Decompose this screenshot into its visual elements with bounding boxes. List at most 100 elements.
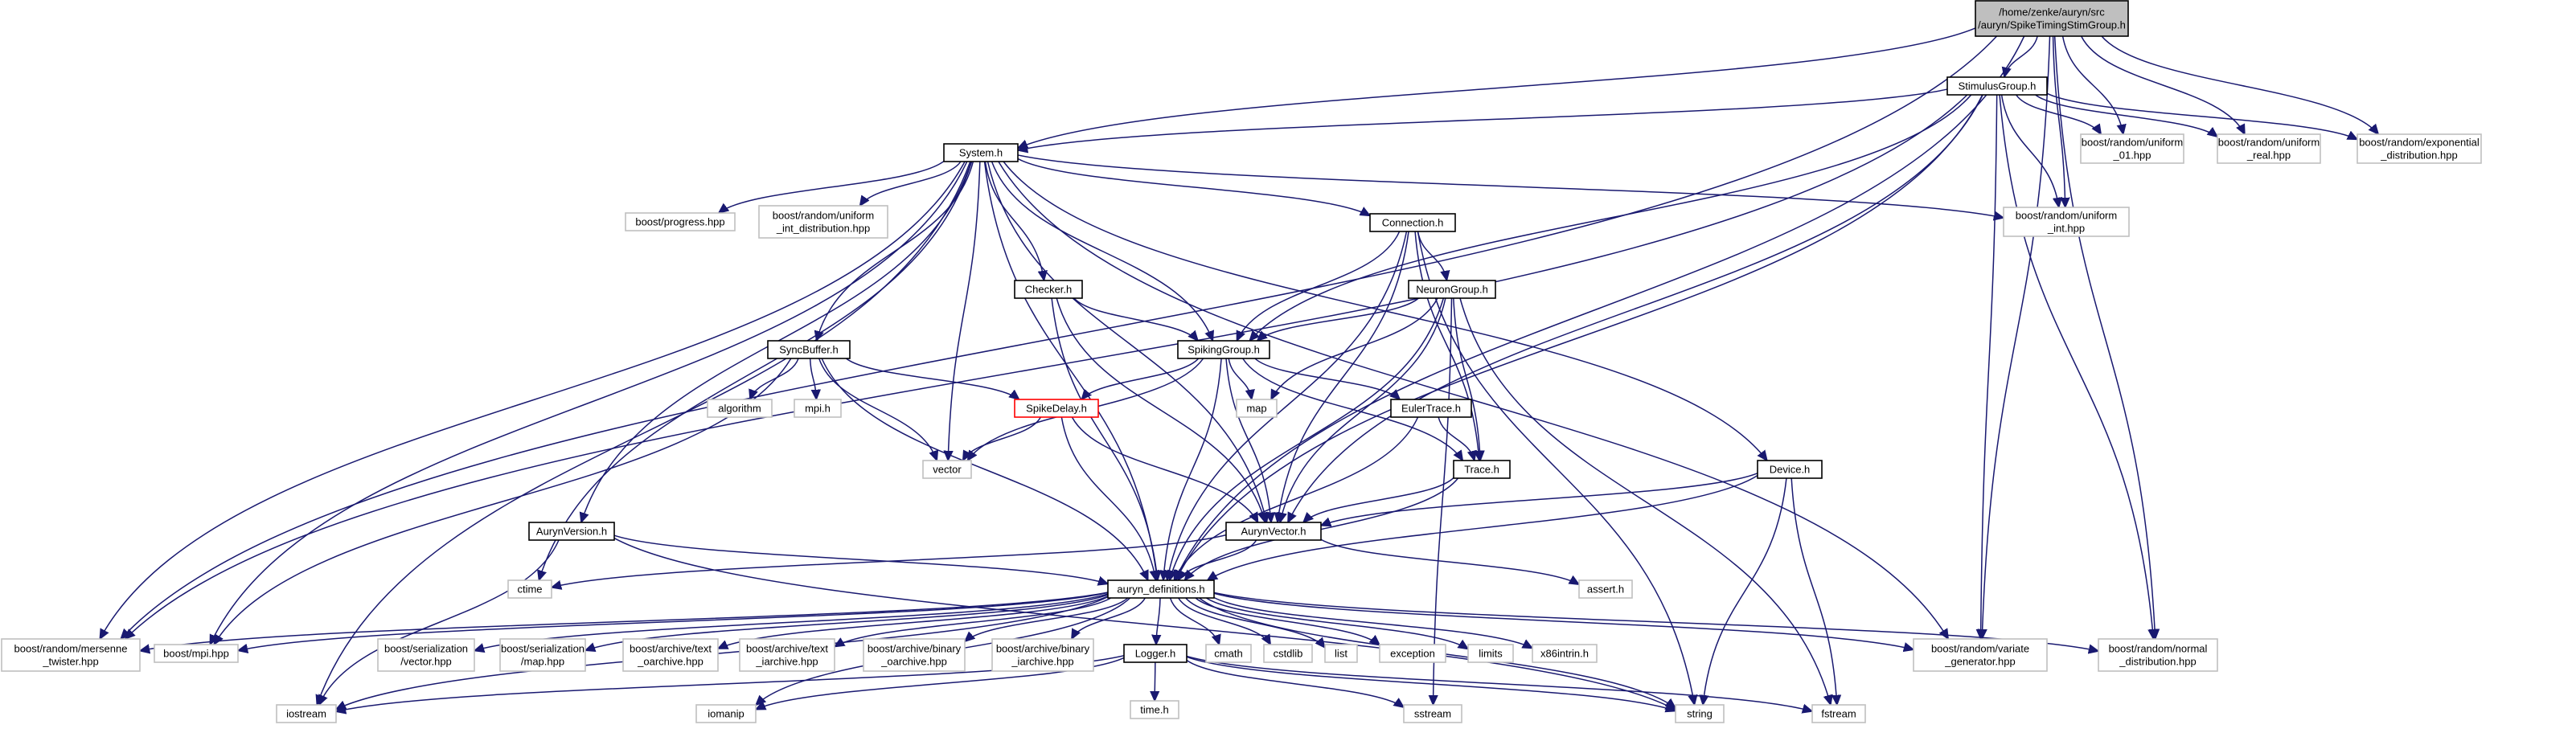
node-box[interactable]	[1123, 644, 1188, 663]
node-string[interactable]: string	[1675, 704, 1725, 723]
node-box[interactable]	[1390, 399, 1472, 418]
node-bru01[interactable]: boost/random/uniform_01.hpp	[2080, 133, 2184, 164]
node-box[interactable]	[1324, 644, 1358, 663]
node-iostream[interactable]: iostream	[276, 704, 337, 723]
node-aurynver[interactable]: AurynVersion.h	[528, 522, 615, 541]
node-box[interactable]	[1675, 704, 1725, 723]
node-box[interactable]	[2003, 207, 2130, 237]
node-ctime[interactable]: ctime	[507, 579, 552, 599]
node-box[interactable]	[1263, 644, 1313, 663]
node-box[interactable]	[1, 638, 141, 672]
node-box[interactable]	[1467, 644, 1514, 663]
node-bvargen[interactable]: boost/random/variate_generator.hpp	[1913, 638, 2048, 672]
node-box[interactable]	[991, 638, 1094, 672]
node-box[interactable]	[1205, 644, 1252, 663]
node-spikedelay[interactable]: SpikeDelay.h	[1014, 399, 1099, 418]
node-box[interactable]	[1014, 399, 1099, 418]
node-box[interactable]	[1014, 280, 1083, 299]
node-bnormal[interactable]: boost/random/normal_distribution.hpp	[2098, 638, 2218, 672]
node-sys[interactable]: System.h	[943, 143, 1019, 162]
node-logger[interactable]: Logger.h	[1123, 644, 1188, 663]
node-box[interactable]	[943, 143, 1019, 162]
node-neuron[interactable]: NeuronGroup.h	[1408, 280, 1496, 299]
node-mersenne[interactable]: boost/random/mersenne_twister.hpp	[1, 638, 141, 672]
node-box[interactable]	[1130, 700, 1179, 719]
node-box[interactable]	[1107, 579, 1215, 599]
node-box[interactable]	[1369, 213, 1456, 232]
node-iomanip[interactable]: iomanip	[695, 704, 757, 723]
node-box[interactable]	[2217, 133, 2321, 164]
node-box[interactable]	[1225, 522, 1322, 541]
node-list[interactable]: list	[1324, 644, 1358, 663]
node-limits[interactable]: limits	[1467, 644, 1514, 663]
node-root[interactable]: /home/zenke/auryn/src/auryn/SpikeTimingS…	[1975, 0, 2129, 37]
node-box[interactable]	[922, 460, 972, 479]
node-box[interactable]	[2357, 133, 2482, 164]
node-box[interactable]	[1578, 579, 1633, 599]
node-box[interactable]	[1913, 638, 2048, 672]
node-box[interactable]	[739, 638, 835, 672]
node-vector[interactable]: vector	[922, 460, 972, 479]
node-bprog[interactable]: boost/progress.hpp	[625, 212, 736, 231]
node-box[interactable]	[1236, 399, 1278, 418]
node-box[interactable]	[276, 704, 337, 723]
node-box[interactable]	[1177, 340, 1270, 359]
node-box[interactable]	[707, 399, 773, 418]
node-box[interactable]	[1757, 460, 1823, 479]
node-exception[interactable]: exception	[1379, 644, 1446, 663]
node-box[interactable]	[622, 638, 719, 672]
node-bbinoa[interactable]: boost/archive/binary_oarchive.hpp	[863, 638, 966, 672]
node-box[interactable]	[377, 638, 475, 672]
node-euler[interactable]: EulerTrace.h	[1390, 399, 1472, 418]
node-box[interactable]	[695, 704, 757, 723]
node-box[interactable]	[2098, 638, 2218, 672]
node-trace[interactable]: Trace.h	[1453, 460, 1511, 479]
node-box[interactable]	[528, 522, 615, 541]
node-box[interactable]	[507, 579, 552, 599]
node-assert[interactable]: assert.h	[1578, 579, 1633, 599]
node-fstream[interactable]: fstream	[1811, 704, 1866, 723]
node-box[interactable]	[154, 644, 239, 663]
node-x86[interactable]: x86intrin.h	[1532, 644, 1598, 663]
node-box[interactable]	[1811, 704, 1866, 723]
node-box[interactable]	[1975, 0, 2129, 37]
node-box[interactable]	[499, 638, 586, 672]
node-box[interactable]	[1453, 460, 1511, 479]
node-defs[interactable]: auryn_definitions.h	[1107, 579, 1215, 599]
node-conn[interactable]: Connection.h	[1369, 213, 1456, 232]
node-stim[interactable]: StimulusGroup.h	[1946, 76, 2048, 96]
node-cmath[interactable]: cmath	[1205, 644, 1252, 663]
node-timeh[interactable]: time.h	[1130, 700, 1179, 719]
node-box[interactable]	[1379, 644, 1446, 663]
node-brureal[interactable]: boost/random/uniform_real.hpp	[2217, 133, 2321, 164]
node-box[interactable]	[1403, 704, 1462, 723]
node-checker[interactable]: Checker.h	[1014, 280, 1083, 299]
node-bbinia[interactable]: boost/archive/binary_iarchive.hpp	[991, 638, 1094, 672]
node-brexp[interactable]: boost/random/exponential_distribution.hp…	[2357, 133, 2482, 164]
node-box[interactable]	[2080, 133, 2184, 164]
node-bruintd[interactable]: boost/random/uniform_int_distribution.hp…	[758, 205, 888, 239]
node-box[interactable]	[863, 638, 966, 672]
node-sstream[interactable]: sstream	[1403, 704, 1462, 723]
node-bsermap[interactable]: boost/serialization/map.hpp	[499, 638, 586, 672]
node-bservec[interactable]: boost/serialization/vector.hpp	[377, 638, 475, 672]
node-box[interactable]	[1946, 76, 2048, 96]
node-box[interactable]	[625, 212, 736, 231]
node-btextoa[interactable]: boost/archive/text_oarchive.hpp	[622, 638, 719, 672]
node-box[interactable]	[1532, 644, 1598, 663]
node-spiking[interactable]: SpikingGroup.h	[1177, 340, 1270, 359]
node-bruint[interactable]: boost/random/uniform_int.hpp	[2003, 207, 2130, 237]
node-box[interactable]	[767, 340, 851, 359]
node-cstdlib[interactable]: cstdlib	[1263, 644, 1313, 663]
node-device[interactable]: Device.h	[1757, 460, 1823, 479]
node-mpih[interactable]: mpi.h	[794, 399, 842, 418]
node-box[interactable]	[794, 399, 842, 418]
node-box[interactable]	[758, 205, 888, 239]
node-bmpi[interactable]: boost/mpi.hpp	[154, 644, 239, 663]
node-syncbuf[interactable]: SyncBuffer.h	[767, 340, 851, 359]
node-btextia[interactable]: boost/archive/text_iarchive.hpp	[739, 638, 835, 672]
node-box[interactable]	[1408, 280, 1496, 299]
node-algo[interactable]: algorithm	[707, 399, 773, 418]
node-map[interactable]: map	[1236, 399, 1278, 418]
node-aurynvec[interactable]: AurynVector.h	[1225, 522, 1322, 541]
